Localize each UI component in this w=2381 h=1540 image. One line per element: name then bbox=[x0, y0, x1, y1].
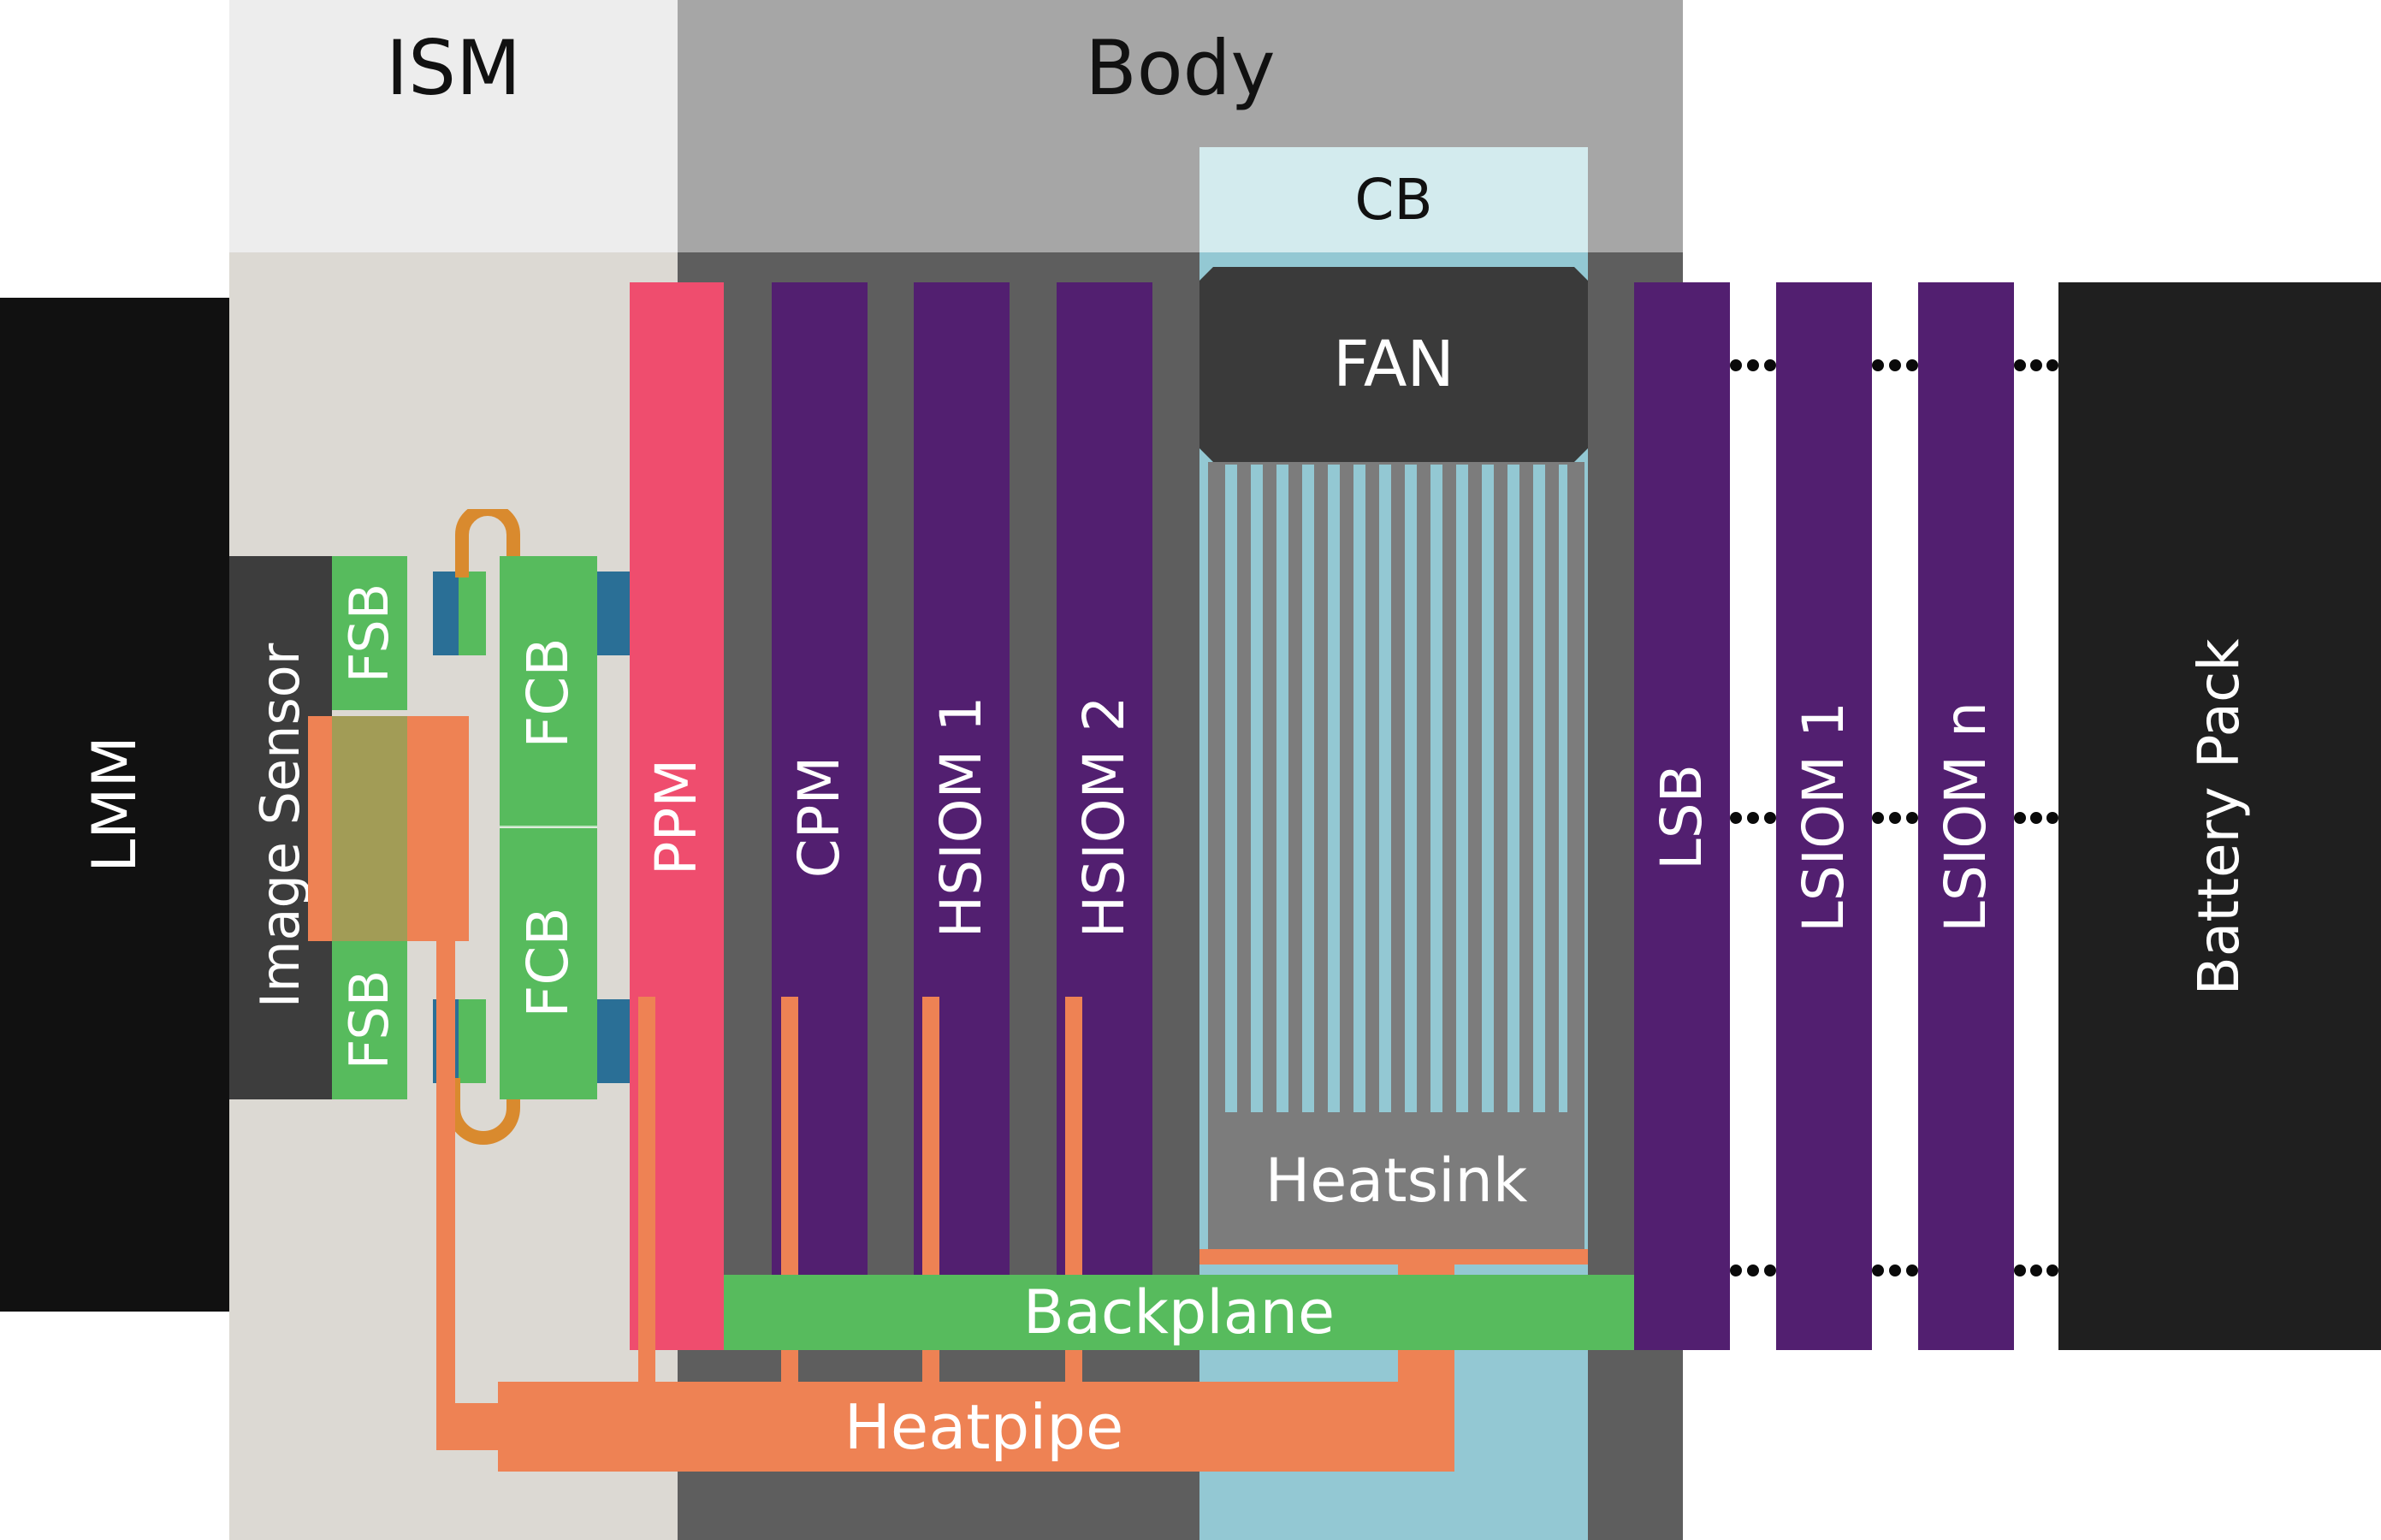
connector-bottom-right bbox=[597, 999, 630, 1083]
lsiom1-block bbox=[1776, 282, 1872, 1350]
ppm-label: PPM bbox=[643, 758, 709, 876]
heatpipe-top-bar bbox=[1199, 1249, 1588, 1265]
heatpipe-ppm-riser bbox=[638, 997, 655, 1399]
dotted-link-bottom-2 bbox=[1872, 1265, 1918, 1276]
lsb-block bbox=[1634, 282, 1730, 1350]
battery-pack-label: Battery Pack bbox=[2186, 638, 2252, 996]
heatsink-label: Heatsink bbox=[1265, 1146, 1528, 1216]
heatpipe-label: Heatpipe bbox=[844, 1390, 1124, 1463]
cpm-label: CPM bbox=[786, 755, 852, 879]
flex-cable-bottom bbox=[447, 1078, 520, 1145]
image-sensor-label: Image Sensor bbox=[249, 643, 311, 1009]
fcb-bottom-label: FCB bbox=[515, 907, 581, 1018]
lsiom1-label: LSIOM 1 bbox=[1791, 702, 1857, 933]
body-label: Body bbox=[1085, 24, 1276, 112]
heatpipe-sensor-riser bbox=[436, 941, 455, 1403]
link-bottom-green bbox=[459, 999, 486, 1083]
backplane-label: Backplane bbox=[1022, 1277, 1336, 1348]
dotted-link-mid-1 bbox=[1730, 812, 1776, 824]
dotted-link-bottom-3 bbox=[2014, 1265, 2058, 1276]
dotted-link-top-3 bbox=[2014, 359, 2058, 371]
heatpipe-main bbox=[498, 1382, 1454, 1472]
fsb-bottom-block bbox=[332, 941, 407, 1099]
link-top-green bbox=[459, 572, 486, 655]
lmm-block bbox=[0, 298, 229, 1312]
dotted-link-mid-3 bbox=[2014, 812, 2058, 824]
lsiomn-block bbox=[1918, 282, 2014, 1350]
connector-top-green bbox=[433, 572, 459, 655]
hsiom1-label: HSIOM 1 bbox=[928, 696, 994, 939]
dotted-link-top-1 bbox=[1730, 359, 1776, 371]
lmm-label: LMM bbox=[80, 736, 150, 873]
fcb-bottom-block bbox=[500, 828, 597, 1099]
fsb-top-block bbox=[332, 556, 407, 710]
fsb-top-label: FSB bbox=[338, 583, 400, 684]
cb-label: CB bbox=[1354, 166, 1433, 233]
dotted-link-mid-2 bbox=[1872, 812, 1918, 824]
dotted-link-bottom-1 bbox=[1730, 1265, 1776, 1276]
hsiom2-label: HSIOM 2 bbox=[1071, 696, 1137, 939]
lsb-label: LSB bbox=[1649, 764, 1715, 870]
connector-top-right bbox=[597, 572, 630, 655]
fan-block bbox=[1199, 267, 1588, 462]
dotted-link-top-2 bbox=[1872, 359, 1918, 371]
fcb-top-label: FCB bbox=[515, 637, 581, 749]
fcb-top-block bbox=[500, 556, 597, 827]
ism-header-region bbox=[229, 0, 678, 252]
backplane-bar bbox=[724, 1275, 1634, 1350]
cb-header bbox=[1199, 147, 1588, 252]
fsb-bottom-label: FSB bbox=[338, 969, 400, 1070]
sensor-overlap bbox=[332, 716, 407, 941]
ism-label: ISM bbox=[386, 24, 521, 112]
fcb-divider bbox=[500, 826, 597, 828]
flex-cable-top bbox=[455, 509, 520, 578]
heatsink-fins bbox=[1225, 465, 1567, 1112]
heatpipe-left-stub bbox=[436, 1403, 500, 1450]
lsiomn-label: LSIOM n bbox=[1933, 702, 1999, 933]
battery-pack-block bbox=[2058, 282, 2381, 1350]
flex-cable-loops bbox=[447, 509, 520, 1145]
fan-label: FAN bbox=[1333, 328, 1454, 401]
